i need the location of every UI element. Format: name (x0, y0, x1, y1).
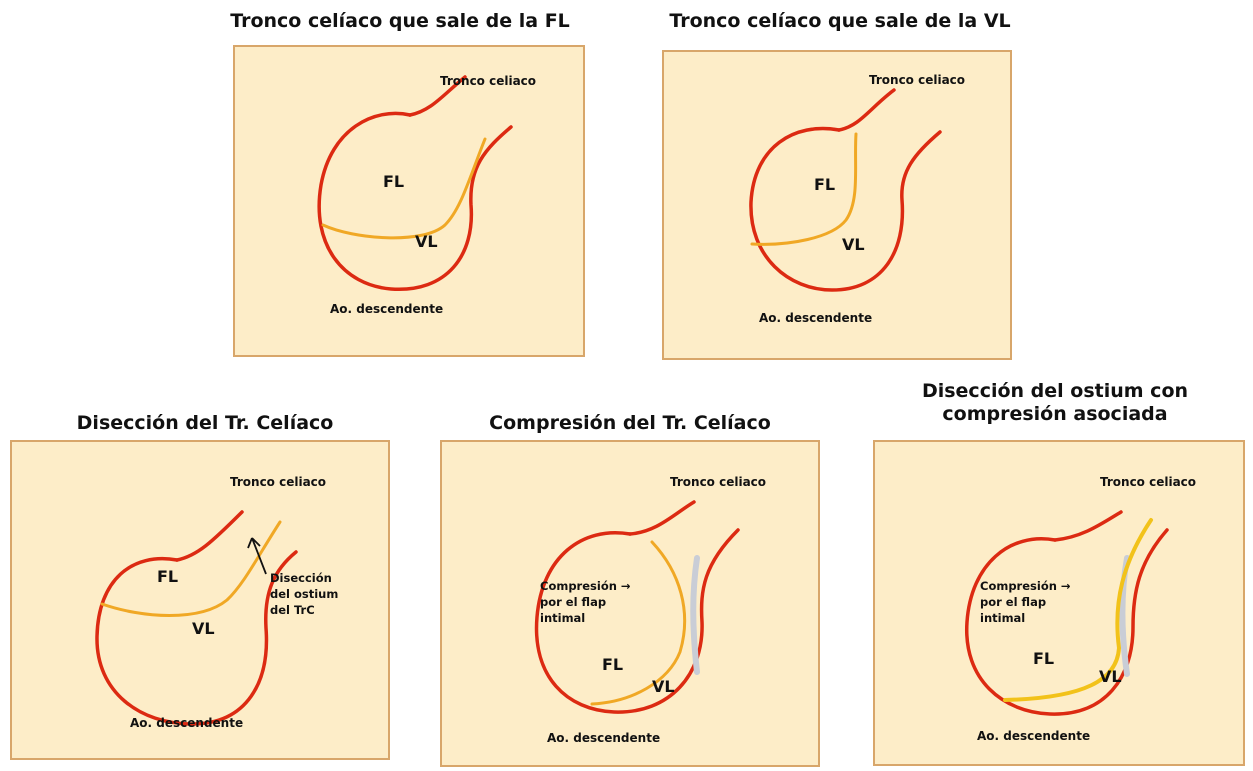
panel-4-diagram: Tronco celiaco Compresión → por el flap … (534, 475, 766, 745)
annotation-line: Disección (270, 571, 332, 585)
intimal-flap (590, 540, 687, 706)
false-lumen-label: FL (157, 567, 178, 586)
aortic-wall (317, 111, 513, 291)
vessel-label: Tronco celiaco (1100, 475, 1196, 489)
false-lumen-label: FL (602, 655, 623, 674)
aorta-label: Ao. descendente (759, 311, 872, 325)
panel-4: Tronco celiaco Compresión → por el flap … (440, 440, 820, 767)
vessel-label: Tronco celiaco (869, 73, 965, 87)
annotation-line: intimal (540, 611, 585, 625)
aortic-wall (95, 550, 298, 726)
intimal-flap (100, 520, 282, 617)
annotation-arrow (247, 537, 267, 575)
true-lumen-label: VL (1099, 667, 1122, 686)
intimal-flap (750, 132, 858, 246)
vessel-label: Tronco celiaco (670, 475, 766, 489)
annotation-line: del TrC (270, 603, 315, 617)
panel-5-title-line: Disección del ostium con (921, 380, 1189, 402)
annotation-line: del ostium (270, 587, 338, 601)
false-lumen-label: FL (814, 175, 835, 194)
celiac-trunk-upper-wall (408, 75, 467, 117)
intimal-flap (1003, 518, 1153, 702)
false-lumen-label: FL (383, 172, 404, 191)
aortic-wall (965, 528, 1169, 716)
panel-5-title: Disección del ostium con compresión asoc… (860, 380, 1250, 426)
panel-4-title: Compresión del Tr. Celíaco (489, 412, 771, 434)
panel-2-title: Tronco celíaco que sale de la VL (669, 10, 1011, 32)
true-lumen-label: VL (842, 235, 865, 254)
annotation-line: Compresión → (980, 579, 1071, 593)
panel-2-diagram: Tronco celiaco FL VL Ao. descendente (749, 73, 965, 325)
celiac-trunk-upper-wall (837, 88, 896, 132)
panel-3-diagram: Tronco celiaco FL VL Disección del ostiu… (95, 475, 338, 730)
annotation-line: intimal (980, 611, 1025, 625)
vessel-label: Tronco celiaco (230, 475, 326, 489)
panel-3-title: Disección del Tr. Celíaco (76, 412, 334, 434)
annotation-line: por el flap (980, 595, 1046, 609)
vessel-label: Tronco celiaco (440, 74, 536, 88)
aortic-wall (749, 126, 942, 292)
compression-zone (690, 555, 700, 675)
panel-2: Tronco celiaco FL VL Ao. descendente (662, 50, 1012, 360)
panel-5-title-line: compresión asociada (942, 402, 1168, 425)
annotation-line: Compresión → (540, 579, 631, 593)
true-lumen-label: VL (415, 232, 438, 251)
panel-5-diagram: Tronco celiaco Compresión → por el flap … (965, 475, 1196, 743)
panel-5: Tronco celiaco Compresión → por el flap … (873, 440, 1245, 766)
aortic-wall (534, 528, 740, 714)
aorta-label: Ao. descendente (130, 716, 243, 730)
intimal-flap (321, 137, 487, 240)
annotation-line: por el flap (540, 595, 606, 609)
true-lumen-label: VL (652, 677, 675, 696)
panel-1-title: Tronco celíaco que sale de la FL (230, 10, 570, 32)
panel-1: Tronco celiaco FL VL Ao. descendente (233, 45, 585, 357)
aorta-label: Ao. descendente (547, 731, 660, 745)
false-lumen-label: FL (1033, 649, 1054, 668)
aorta-label: Ao. descendente (330, 302, 443, 316)
celiac-trunk-upper-wall (628, 500, 696, 536)
true-lumen-label: VL (192, 619, 215, 638)
panel-3: Tronco celiaco FL VL Disección del ostiu… (10, 440, 390, 760)
celiac-trunk-upper-wall (1053, 510, 1123, 542)
panel-1-diagram: Tronco celiaco FL VL Ao. descendente (317, 74, 536, 316)
aorta-label: Ao. descendente (977, 729, 1090, 743)
celiac-trunk-upper-wall (175, 510, 244, 562)
